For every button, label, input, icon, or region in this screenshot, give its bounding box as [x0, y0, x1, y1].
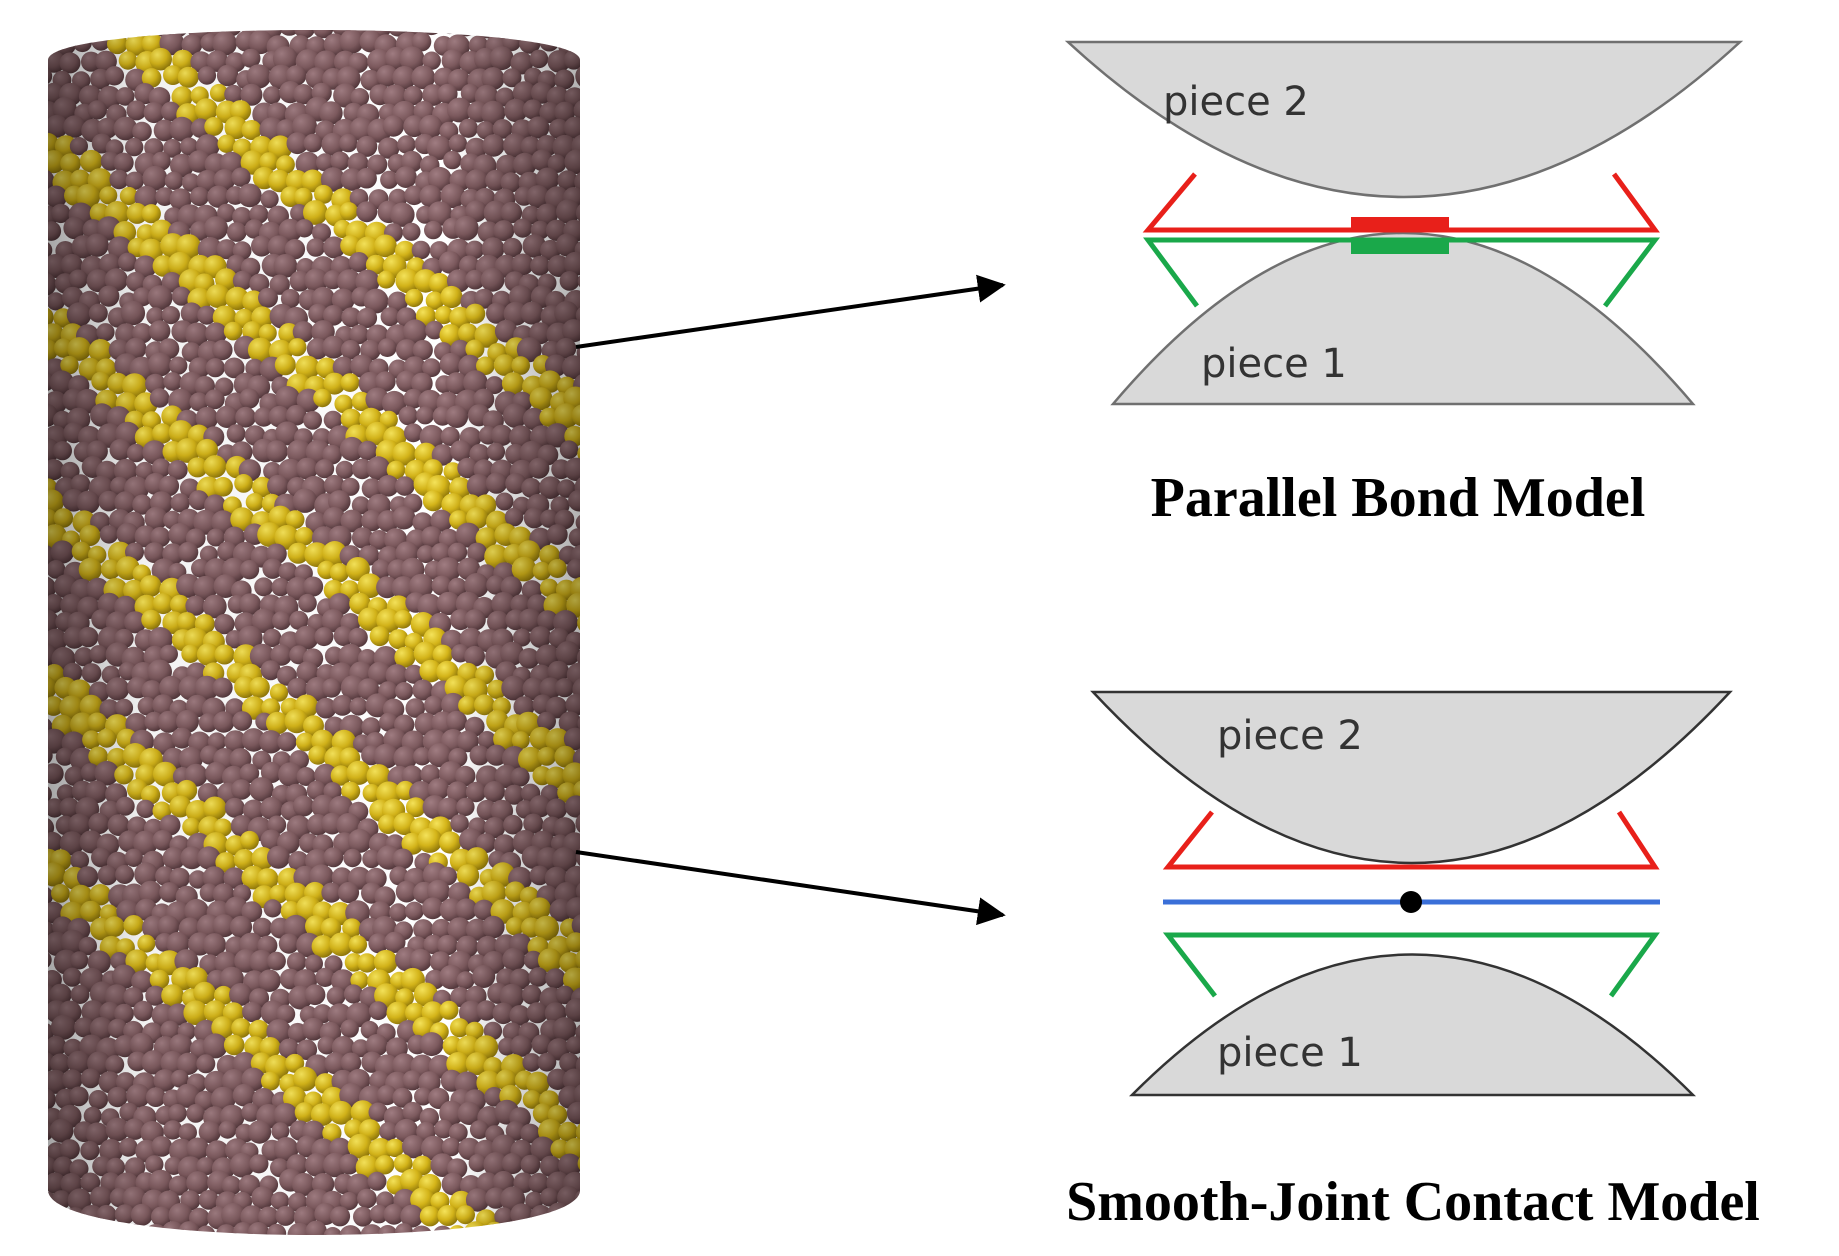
piece-1-label: piece 1 — [1201, 341, 1347, 387]
matrix-particle — [322, 0, 345, 19]
joint-particle — [113, 30, 137, 39]
matrix-particle — [477, 30, 498, 39]
matrix-particle — [48, 31, 59, 54]
matrix-particle — [218, 0, 237, 18]
matrix-particle — [420, 30, 443, 36]
matrix-particle — [577, 1, 597, 21]
joint-particle — [577, 612, 580, 634]
matrix-particle — [253, 0, 276, 21]
matrix-particle — [576, 646, 580, 670]
upper-bond-pad — [1351, 217, 1449, 231]
arrow-to-parallel-bond — [575, 274, 1006, 349]
upper-bond-frame — [1162, 810, 1660, 870]
piece-2-upper — [1064, 40, 1744, 199]
joint-particle — [577, 444, 580, 464]
piece-2-upper — [1090, 690, 1733, 865]
arrow-to-smooth-joint — [575, 850, 1006, 926]
joint-contact-point — [1400, 891, 1422, 913]
matrix-particle — [529, 30, 550, 40]
matrix-particle — [88, 1223, 107, 1235]
joint-particle — [55, 0, 78, 23]
matrix-particle — [199, 0, 220, 20]
piece-2-label: piece 2 — [1217, 713, 1363, 759]
smooth-joint-caption: Smooth-Joint Contact Model — [1066, 1171, 1760, 1233]
matrix-particle — [543, 2, 561, 20]
matrix-particle — [410, 0, 430, 19]
matrix-particle — [558, 1, 579, 22]
matrix-particle — [358, 0, 379, 20]
joint-particle — [81, 30, 104, 39]
matrix-particle — [504, 0, 525, 20]
joint-particle — [577, 1153, 580, 1174]
matrix-particle — [509, 30, 534, 37]
matrix-particle — [68, 1225, 89, 1235]
matrix-particle — [536, 1224, 561, 1235]
lower-bond-frame — [1162, 932, 1660, 998]
matrix-particle — [48, 1225, 54, 1235]
matrix-particle — [341, 1, 361, 21]
matrix-particle — [308, 2, 327, 21]
piece-1-lower — [1110, 231, 1696, 406]
matrix-particle — [503, 1220, 528, 1235]
matrix-particle — [490, 30, 515, 39]
matrix-particle — [454, 30, 478, 37]
piece-1-lower — [1128, 953, 1697, 1097]
matrix-particle — [266, 0, 290, 22]
joint-particle — [91, 1, 111, 21]
matrix-particle — [176, 0, 200, 21]
matrix-particle — [35, 0, 57, 20]
matrix-particle — [288, 0, 310, 20]
parallel-bond-caption: Parallel Bond Model — [1151, 467, 1646, 529]
matrix-particle — [161, 1, 182, 22]
parallel-bond-diagram: piece 2 piece 1 Parallel Bond Model — [1064, 40, 1744, 529]
matrix-particle — [577, 272, 580, 291]
matrix-particle — [48, 1219, 73, 1235]
matrix-particle — [429, 0, 453, 20]
smooth-joint-diagram: piece 2 piece 1 Smooth-Joint Contact Mod… — [1066, 690, 1760, 1233]
matrix-particle — [577, 713, 580, 734]
matrix-particle — [440, 30, 460, 35]
matrix-particle — [106, 1223, 126, 1235]
matrix-particle — [48, 1209, 66, 1228]
matrix-particle — [59, 30, 82, 39]
cylinder-shading — [48, 30, 580, 1235]
matrix-particle — [555, 1224, 579, 1235]
matrix-particle — [447, 0, 471, 22]
matrix-particle — [562, 1205, 580, 1230]
piece-2-label: piece 2 — [1163, 79, 1309, 125]
matrix-particle — [393, 0, 416, 19]
matrix-particle — [122, 0, 146, 20]
lower-bond-pad — [1351, 240, 1449, 254]
matrix-particle — [520, 1222, 541, 1235]
matrix-particle — [564, 30, 580, 39]
matrix-particle — [123, 1224, 146, 1235]
joint-particle — [108, 0, 130, 19]
matrix-particle — [48, 30, 67, 41]
matrix-particle — [146, 3, 165, 22]
joint-particle — [96, 30, 116, 39]
joint-particle — [68, 1, 91, 24]
matrix-particle — [485, 0, 507, 21]
matrix-particle — [570, 30, 580, 55]
matrix-particle — [576, 1225, 580, 1235]
matrix-particle — [469, 2, 487, 20]
matrix-particle — [523, 0, 545, 19]
matrix-particle — [544, 30, 570, 40]
matrix-particle — [153, 30, 175, 37]
piece-1-label: piece 1 — [1217, 1030, 1363, 1076]
matrix-particle — [231, 0, 253, 20]
bonded-particle-cylinder — [35, 0, 597, 1235]
matrix-particle — [381, 1, 399, 19]
